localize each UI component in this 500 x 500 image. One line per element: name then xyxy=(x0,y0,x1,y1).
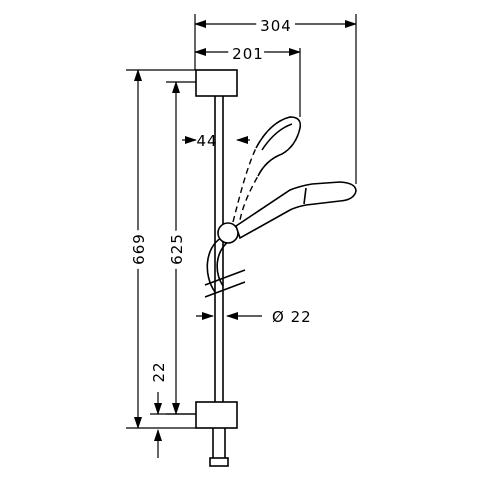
dimension-669-label: 669 xyxy=(130,233,148,265)
hand-shower-face xyxy=(303,187,307,205)
dimension-lines xyxy=(126,14,357,458)
dimension-201-label: 201 xyxy=(232,45,264,63)
rail-break-mark-2 xyxy=(204,281,246,298)
dimension-44-label: 44 xyxy=(196,132,217,150)
top-wall-bracket xyxy=(195,69,238,97)
hand-shower-alternate-head xyxy=(255,116,302,177)
slider-joint xyxy=(217,222,239,244)
rail-break-mark-1 xyxy=(204,269,246,286)
dimension-304-label: 304 xyxy=(260,17,292,35)
dimension-22-bottom-label: 22 xyxy=(150,361,168,382)
hand-shower xyxy=(235,181,357,240)
bottom-wall-bracket xyxy=(195,401,238,429)
hose-nut xyxy=(209,457,229,467)
shower-hose xyxy=(206,237,222,293)
dimension-diameter-label: Ø 22 xyxy=(272,308,312,326)
dimension-625-label: 625 xyxy=(168,233,186,265)
shower-rail-assembly xyxy=(195,69,357,467)
